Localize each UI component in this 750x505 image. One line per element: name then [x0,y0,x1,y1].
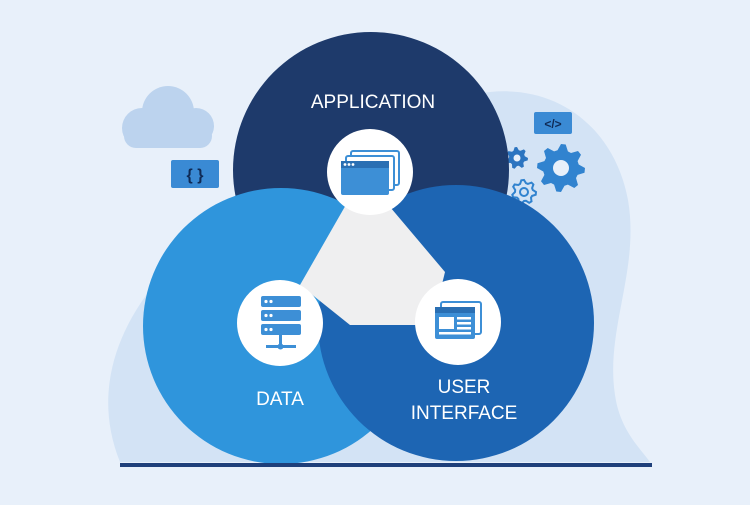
gear-icon [506,144,585,205]
user-interface-label-line1: USER [438,377,491,398]
outline-gear [511,178,538,205]
large-gear-hole [553,160,569,176]
ground-line [120,463,652,467]
code-tag-text: </> [544,117,561,131]
code-braces-text: { } [187,167,204,184]
cloud-icon [122,86,214,148]
database-server-icon [237,280,323,366]
outline-gear-hole [519,187,529,197]
small-gear-hole [513,154,521,162]
code-braces-badge: { } [171,160,219,188]
browser-windows-icon [327,129,413,215]
user-interface-label-line2: INTERFACE [411,403,518,424]
center-triangle [300,175,445,325]
application-label: APPLICATION [311,92,435,113]
data-label: DATA [256,389,304,410]
ui-layout-icon [415,279,501,365]
code-tag-badge: </> [534,112,572,134]
